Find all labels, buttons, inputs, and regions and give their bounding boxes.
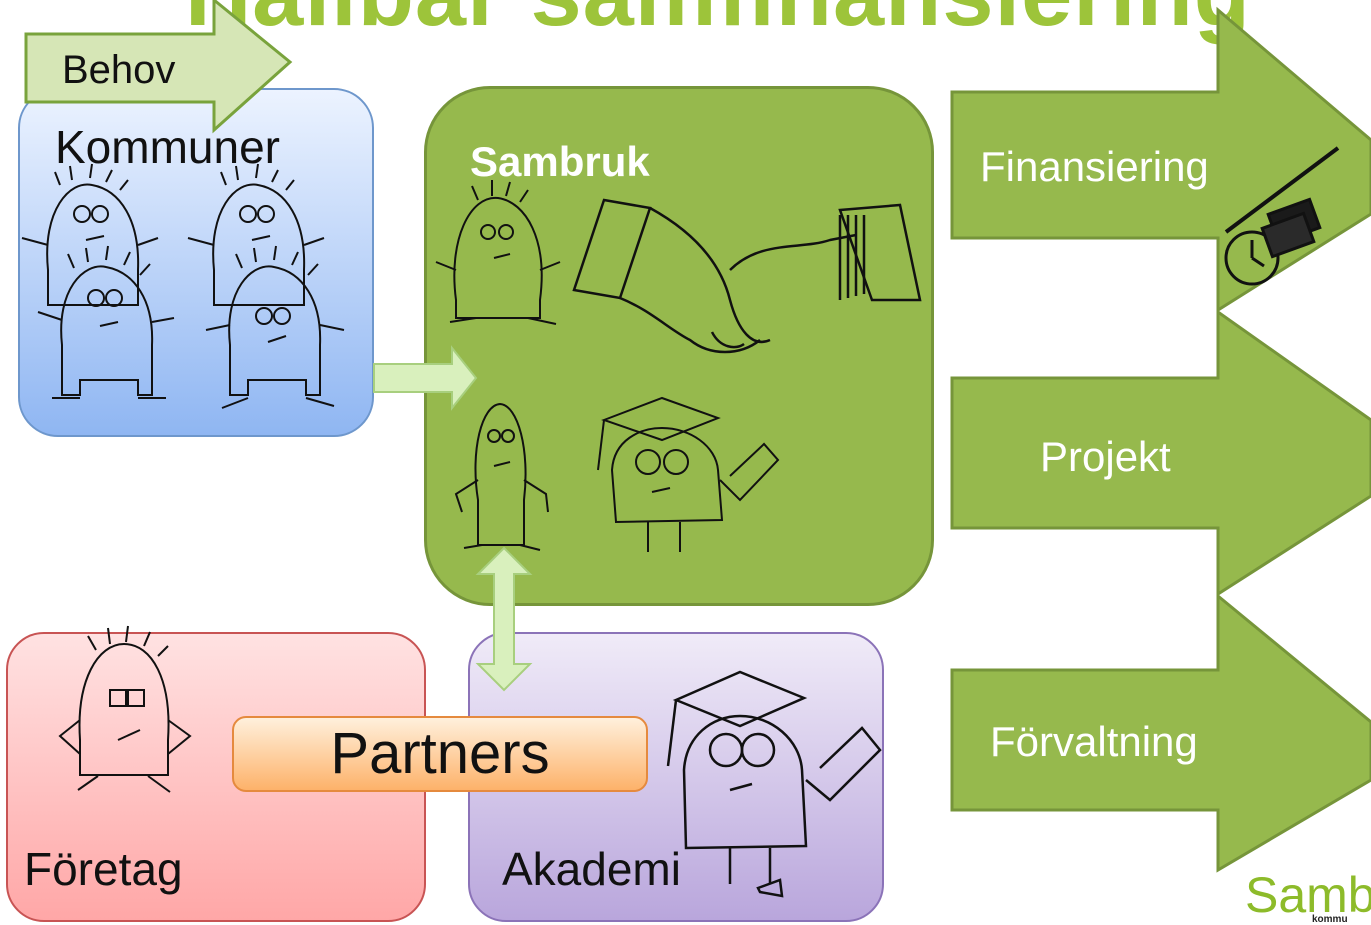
- projekt-label: Projekt: [1040, 433, 1171, 480]
- handshake-icon: [572, 198, 922, 354]
- sambruk-box: [424, 86, 934, 606]
- sambruk-figure-icon: [435, 180, 561, 325]
- kommuner-box: [18, 88, 374, 437]
- behov-label: Behov: [62, 48, 176, 92]
- sambruk-logo: Samb: [1245, 867, 1371, 923]
- forvaltning-arrow: [950, 592, 1371, 873]
- sambruk-logo-subtitle: kommu: [1312, 914, 1348, 925]
- sambruk-akademi-double-arrow: [475, 546, 533, 692]
- foretag-label: Företag: [24, 843, 183, 895]
- akademi-label: Akademi: [502, 843, 681, 895]
- money-clock-crossed-icon: [1224, 146, 1340, 286]
- partners-box: Partners: [232, 716, 648, 792]
- kommuner-label: Kommuner: [55, 121, 280, 173]
- foretag-figure-icon: [58, 625, 192, 793]
- kommuner-to-sambruk-arrow: [373, 345, 478, 411]
- sambruk-second-figure-icon: [454, 402, 549, 551]
- akademi-figure-icon: [666, 670, 882, 898]
- behov-arrow: [24, 0, 293, 134]
- page-title: Hållbar samfinansiering: [185, 0, 1251, 47]
- projekt-arrow: [950, 309, 1371, 597]
- forvaltning-label: Förvaltning: [990, 718, 1198, 765]
- finansiering-label: Finansiering: [980, 143, 1209, 190]
- sambruk-label: Sambruk: [470, 138, 650, 185]
- sambruk-academic-figure-icon: [597, 396, 780, 552]
- kommuner-figures-icon: [21, 163, 345, 409]
